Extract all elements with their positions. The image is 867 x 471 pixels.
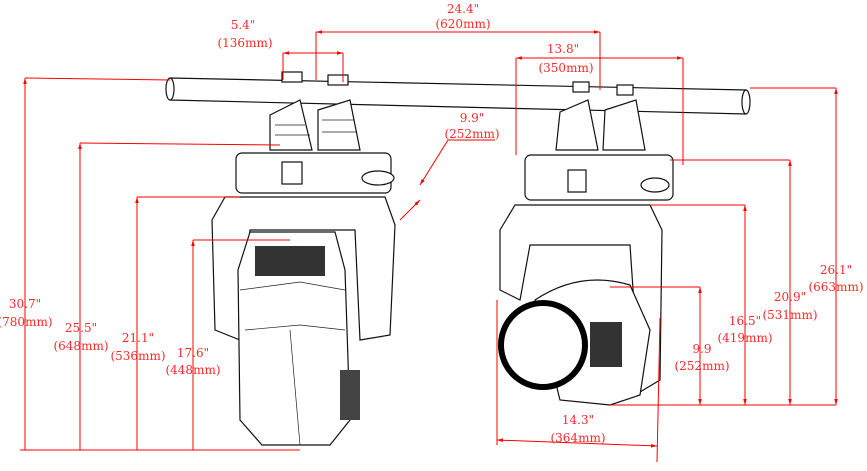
lens bbox=[498, 300, 588, 390]
head-height-inch: 17.6" bbox=[177, 346, 209, 360]
base-depth-mm: (252mm) bbox=[444, 127, 499, 141]
vent-grille bbox=[255, 246, 325, 276]
overall-width-inch: 24.4" bbox=[447, 2, 479, 16]
base-housing bbox=[235, 152, 392, 194]
fixture-side-view bbox=[498, 81, 674, 406]
total-height-side-mm: (663mm) bbox=[808, 280, 863, 294]
height-base-top-inch: 25.5" bbox=[65, 321, 97, 335]
truss-pipe bbox=[165, 77, 751, 115]
yoke-height-mm: (419mm) bbox=[717, 331, 772, 345]
dimension-lines bbox=[20, 30, 838, 463]
yoke bbox=[211, 196, 396, 341]
side-vent bbox=[590, 322, 622, 367]
head-diameter-mm: (252mm) bbox=[674, 359, 729, 373]
clamp-spacing-mm: (136mm) bbox=[217, 36, 272, 50]
yoke-side bbox=[499, 204, 663, 394]
clamp-spacing-inch: 5.4" bbox=[231, 18, 256, 32]
head-height-mm: (448mm) bbox=[165, 363, 220, 377]
base-housing-side bbox=[524, 154, 674, 201]
height-base-top-mm: (648mm) bbox=[53, 339, 108, 353]
dimension-labels: 5.4" (136mm) 24.4" (620mm) 13.8" (350mm)… bbox=[0, 2, 864, 445]
base-height-side-inch: 20.9" bbox=[774, 290, 806, 304]
height-base-bottom-mm: (536mm) bbox=[110, 349, 165, 363]
height-base-bottom-inch: 21.1" bbox=[122, 331, 154, 345]
fixture-front-view bbox=[211, 71, 396, 446]
display-screen bbox=[281, 161, 303, 185]
total-height-side-inch: 26.1" bbox=[820, 263, 852, 277]
head-diameter-inch: 9.9 bbox=[692, 342, 711, 356]
yoke-height-inch: 16.5" bbox=[729, 314, 761, 328]
head-length-mm: (364mm) bbox=[550, 431, 605, 445]
base-height-side-mm: (531mm) bbox=[762, 308, 817, 322]
head bbox=[237, 231, 351, 446]
base-width-inch: 13.8" bbox=[547, 42, 579, 56]
total-height-mm: (780mm) bbox=[0, 315, 53, 329]
clamps bbox=[269, 71, 361, 151]
overall-width-mm: (620mm) bbox=[435, 17, 490, 31]
total-height-inch: 30.7" bbox=[9, 297, 41, 311]
base-width-mm: (350mm) bbox=[538, 61, 593, 75]
head-length-inch: 14.3" bbox=[562, 413, 594, 427]
base-depth-inch: 9.9" bbox=[460, 111, 485, 125]
